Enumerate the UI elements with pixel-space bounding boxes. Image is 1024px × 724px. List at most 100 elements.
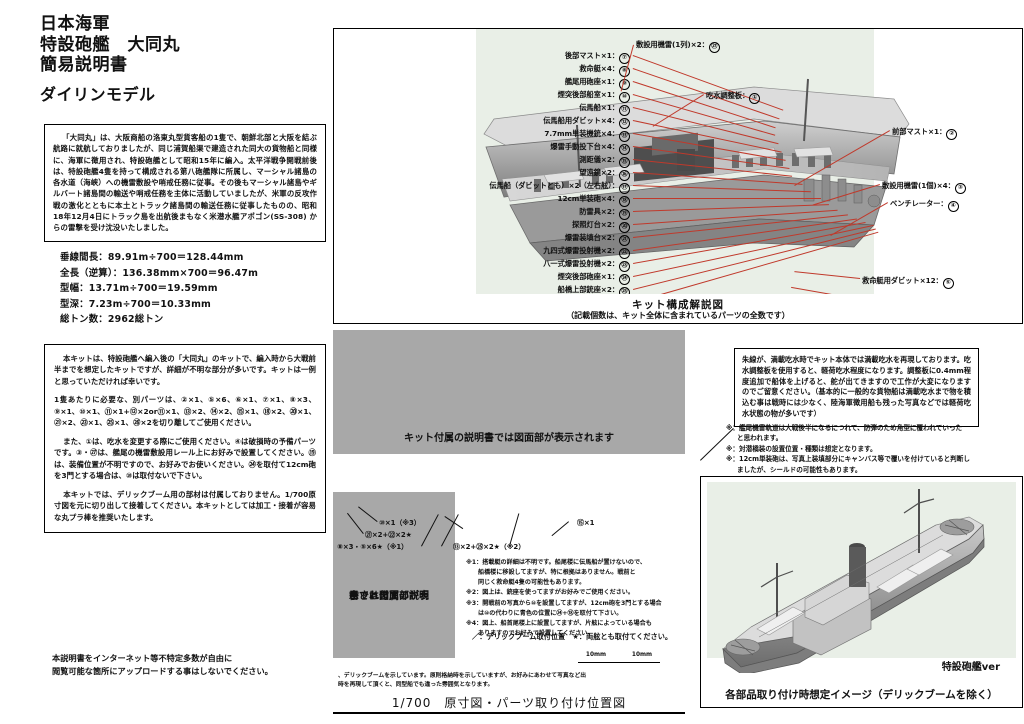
draft-note-sub: ましたが、シールドの可能性もあります。 (737, 465, 862, 474)
diagram-caption-sub: （記載個数は、キット全体に含まれているパーツの全数です） (566, 311, 790, 320)
part-number-icon: ⑳ (619, 222, 630, 233)
part-label-7: 後部マスト×1：⑦ (334, 51, 630, 64)
part-number-icon: ⑨ (619, 79, 630, 90)
placeholder-line-1: キット付属の説明 (349, 591, 429, 602)
scale-bar-line (578, 662, 614, 664)
part-label-3: 敷設用機雷(1個)×4：③ (882, 181, 966, 194)
specifications-list: 垂線間長：89.91m÷700＝128.44mm 全長（逆算）：136.38mm… (60, 250, 330, 328)
part-label-23: 八一式爆雷投射機×2：㉓ (334, 259, 630, 272)
scale-bar-line (614, 662, 660, 664)
plan-callout-15: ⑮×1 (577, 519, 595, 527)
star-note-main: ※4：図上、船首尾楼上に設置してますが、片舷によっている場合も (466, 619, 652, 627)
star-note-main: ※3：開戦前の写真から⑩を設置してますが、12cm砲を3門とする場合 (466, 599, 662, 607)
drawing-placeholder-top: キット付属の説明書では図面部が表示されます (333, 330, 685, 454)
title-line-1: 日本海軍 (40, 14, 110, 34)
part-label-18: 12cm単装砲×4：⑱ (334, 194, 630, 207)
kit-note-2: 1隻あたりに必要な、別パーツは、②×1、⑤×6、⑥×1、⑦×1、⑧×3、⑨×1、… (54, 395, 316, 428)
part-number-icon: ⑱ (619, 196, 630, 207)
part-label-9: 艦尾用砲座×1：⑨ (334, 77, 630, 90)
placeholder-line-2: 書では図面部が表 (349, 591, 429, 602)
part-label-19: 防雷具×2：⑲ (334, 207, 630, 220)
title-line-2: 特設砲艦 大同丸 (40, 34, 180, 55)
star-note-sub: は⑩の代わりに青色の位置に㉔+⑱を取付て下さい。 (478, 609, 623, 617)
ship-exploded-illustration (483, 78, 910, 262)
part-number-icon: ㉔ (619, 274, 630, 285)
derrick-boom-note: 、デリックブームを示しています。原則格納時を示していますが、お好みにあわせて写真… (338, 672, 683, 690)
kit-note-4: 本キットでは、デリックブーム用の部材は付属しておりません。1/700原寸図を元に… (54, 489, 316, 522)
part-label-20: 探照灯台×2：⑳ (334, 220, 630, 233)
model-preview-caption: 各部品取り付け時想定イメージ（デリックブームを除く） (725, 689, 998, 701)
plan-drawing-panel: キット付属の説明 書では図面部が表 示されます ⑩×1（※3） ㉑×2+㉒×2★… (333, 476, 685, 716)
derrick-note-line-2: 時を再現して頂くと、同型船でも違った雰囲気となります。 (338, 681, 494, 688)
diagram-caption-band: キット構成解説図 （記載個数は、キット全体に含まれているパーツの全数です） (333, 294, 1023, 324)
part-label-17: 伝馬船（ダビットとも）×2（左右舷）：⑰ (334, 181, 630, 194)
plan-caption-rule (333, 712, 685, 714)
part-number-icon: ㉑ (619, 235, 630, 246)
spec-item: 型幅：13.71m÷700＝19.59mm (60, 283, 218, 295)
plan-callout-8-5: ⑧×3・⑤×6★（※1） (337, 543, 409, 551)
drawing-placeholder-top-text: キット付属の説明書では図面部が表示されます (404, 433, 614, 444)
plan-callout-13-25: ⑬×2+㉕×2★（※2） (453, 543, 526, 551)
placeholder-line-3: 示されます (349, 591, 399, 602)
spec-item: 型深：7.23m÷700＝10.33mm (60, 298, 212, 310)
model-ship-illustration (722, 489, 985, 673)
upload-warning-line-1: 本説明書をインターネット等不特定多数が自由に (52, 653, 233, 663)
spec-item: 全長（逆算）：136.38mm×700＝96.47m (60, 267, 259, 279)
diagram-left-margin (334, 29, 476, 322)
part-label-2: 前部マスト×1：② (892, 127, 958, 140)
part-number-icon: ⑰ (619, 183, 630, 194)
kit-note-3: また、①は、吃水を変更する際にご使用ください。④は破損時の予備パーツです。③・㉗… (54, 436, 316, 481)
part-number-icon: ⑮ (619, 157, 630, 168)
part-label-8: 救命艇×4：⑧ (334, 64, 630, 77)
callout-line (551, 521, 569, 537)
part-number-icon: ㉓ (619, 261, 630, 272)
spec-item: 垂線間長：89.91m÷700＝128.44mm (60, 252, 244, 263)
part-label-22: 九四式爆雷投射機×2：㉒ (334, 246, 630, 259)
part-number-icon: ① (749, 93, 761, 104)
diagram-right-margin (874, 29, 1022, 322)
draft-explanation-panel: キット付属の説明書では図面部が表示されます (333, 330, 1023, 472)
part-label-13: 7.7mm単装機銃×4：⑬ (334, 129, 630, 142)
part-number-icon: ⑲ (619, 209, 630, 220)
maker-name: ダイリンモデル (40, 85, 156, 105)
kit-structure-diagram-panel: 後部マスト×1：⑦ 救命艇×4：⑧ 艦尾用砲座×1：⑨ 煙突後部船室×1：⑩ 伝… (333, 28, 1023, 323)
model-preview-panel: 特設砲艦ver 各部品取り付け時想定イメージ（デリックブームを除く） (700, 476, 1023, 708)
part-label-16: 望遠鏡×2：⑯ (334, 168, 630, 181)
kit-instructions-box: 本キットは、特設砲艦へ編入後の「大同丸」のキットで、編入時から大戦前半までを想定… (44, 344, 326, 534)
part-number-icon: ㉒ (619, 248, 630, 259)
part-number-icon: ⑪ (619, 105, 630, 116)
title-block: 日本海軍 特設砲艦 大同丸 簡易説明書 ダイリンモデル (40, 14, 330, 105)
diagram-caption-main: キット構成解説図 (632, 299, 724, 311)
part-number-icon: ⑧ (619, 66, 630, 77)
draft-note-main: ※：対潜橋装の設置位置・種類は想定となります。 (726, 444, 877, 453)
ship-history-box: 「大同丸」は、大阪商船の洛東丸型貨客船の1隻で、朝鮮北部と大阪を結ぶ航路に就航し… (44, 124, 326, 243)
draft-explanation-text: 朱線が、満載吃水時でキット本体では満載吃水を再現しております。吃水調整板を使用す… (742, 355, 971, 418)
draft-explanation-box: 朱線が、満載吃水時でキット本体では満載吃水を再現しております。吃水調整板を使用す… (734, 348, 979, 427)
ship-history-text: 「大同丸」は、大阪商船の洛東丸型貨客船の1隻で、朝鮮北部と大阪を結ぶ航路に就航し… (53, 133, 317, 232)
star-note-sub: ありますのでお好みで設置してください。 (478, 629, 594, 637)
upload-warning-note: 本説明書をインターネット等不特定多数が自由に 閲覧可能な箇所にアップロードする事… (52, 652, 332, 678)
plan-placeholder-wrap: キット付属の説明書では図面部が表示されます (333, 330, 685, 454)
model-version-label: 特設砲艦ver (941, 662, 1000, 673)
draft-note-sub: と思われます。 (737, 434, 783, 443)
plan-caption: 1/700 原寸図・パーツ取り付け位置図 (391, 696, 627, 710)
kit-note-1: 本キットは、特設砲艦へ編入後の「大同丸」のキットで、編入時から大戦前半までを想定… (54, 354, 316, 386)
part-number-icon: ⑤ (942, 278, 954, 289)
plan-callout-21-22: ㉑×2+㉒×2★ (365, 531, 412, 539)
part-number-icon: ⑩ (619, 92, 630, 103)
upload-warning-line-2: 閲覧可能な箇所にアップロードする事はしないでください。 (52, 666, 273, 677)
part-label-1: 吃水調整板：① (706, 91, 761, 104)
title-line-3: 簡易説明書 (40, 55, 128, 76)
part-number-icon: ⑭ (619, 144, 630, 155)
part-label-15: 測距儀×2：⑮ (334, 155, 630, 168)
part-number-icon: ⑦ (619, 53, 630, 64)
part-number-icon: ④ (947, 201, 959, 212)
part-label-5: 救命艇用ダビット×12：⑤ (862, 276, 954, 289)
star-note-main: ※2：図上は、銃座を使ってますがお好みでご使用ください。 (466, 589, 634, 597)
derrick-note-line-1: 、デリックブームを示しています。原則格納時を示していますが、お好みにあわせて写真… (338, 673, 587, 679)
part-label-21: 爆雷装填台×2：㉑ (334, 233, 630, 246)
part-label-12: 伝馬船用ダビット×4：⑫ (334, 116, 630, 129)
plan-callout-10: ⑩×1（※3） (379, 519, 421, 527)
part-number-icon: ⑬ (619, 131, 630, 142)
part-label-11: 伝馬船×1：⑪ (334, 103, 630, 116)
